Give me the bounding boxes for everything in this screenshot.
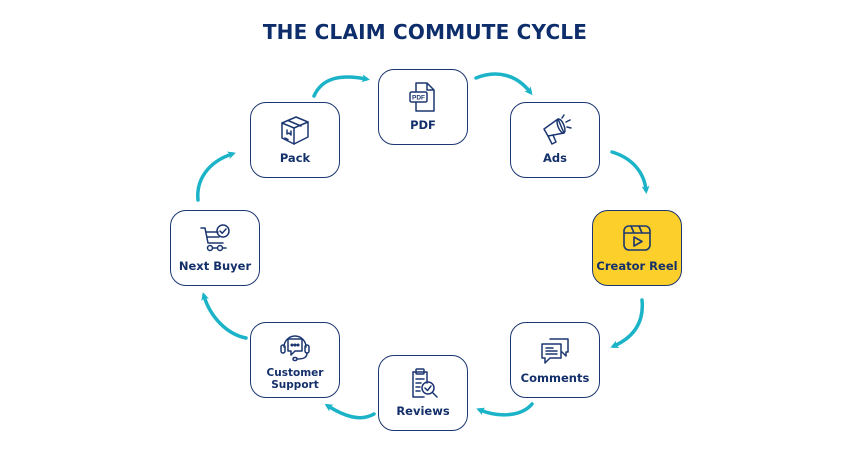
arrow-creator-reel-to-comments <box>610 298 645 348</box>
chat-bubbles-icon <box>541 338 569 364</box>
node-label: Reviews <box>396 404 450 418</box>
node-customer-support: Customer Support <box>250 322 340 398</box>
node-label: PDF <box>410 118 436 132</box>
node-label: Customer Support <box>266 367 324 391</box>
arrow-pack-to-pdf <box>312 74 370 98</box>
node-pdf: PDF PDF <box>378 69 468 145</box>
clipboard-review-icon <box>412 368 438 398</box>
arrow-pdf-to-ads <box>474 72 533 96</box>
node-creator-reel: Creator Reel <box>592 210 682 286</box>
arrow-ads-to-creator-reel <box>610 150 650 194</box>
node-label: Creator Reel <box>596 259 678 273</box>
node-reviews: Reviews <box>378 355 468 431</box>
video-reel-icon <box>623 225 651 251</box>
arrow-comments-to-reviews <box>476 402 534 417</box>
headset-chat-icon <box>280 335 310 362</box>
pdf-file-icon: PDF <box>409 82 435 112</box>
cart-check-icon <box>200 224 230 252</box>
svg-text:PDF: PDF <box>412 95 425 102</box>
node-ads: Ads <box>510 102 600 178</box>
node-comments: Comments <box>510 322 600 398</box>
node-label: Next Buyer <box>178 259 252 273</box>
box-icon <box>281 116 309 145</box>
node-pack: Pack <box>250 102 340 178</box>
node-label: Comments <box>520 371 590 385</box>
arrow-customer-support-to-next-buyer <box>201 292 248 340</box>
node-label: Ads <box>543 151 567 165</box>
node-label: Pack <box>279 151 311 165</box>
arrow-next-buyer-to-pack <box>196 151 236 202</box>
node-next-buyer: Next Buyer <box>170 210 260 286</box>
diagram-title: THE CLAIM COMMUTE CYCLE <box>262 20 588 44</box>
megaphone-icon <box>543 114 572 145</box>
arrow-reviews-to-customer-support <box>324 403 376 420</box>
